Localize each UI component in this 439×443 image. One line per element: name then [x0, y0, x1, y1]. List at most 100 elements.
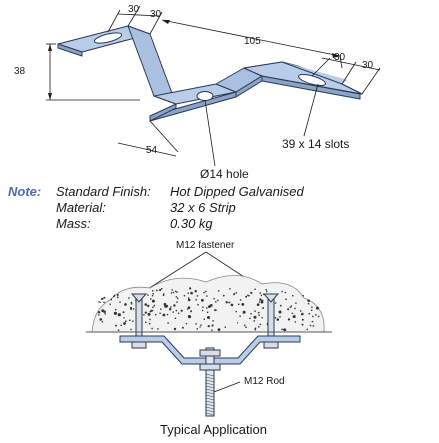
- aggregate-speck: [302, 295, 304, 297]
- aggregate-speck: [262, 307, 264, 309]
- aggregate-speck: [301, 323, 304, 326]
- dim-54: 54: [146, 145, 158, 156]
- aggregate-speck: [130, 308, 132, 311]
- aggregate-speck: [261, 299, 264, 302]
- aggregate-speck: [312, 315, 314, 318]
- aggregate-speck: [279, 316, 281, 318]
- aggregate-speck: [129, 306, 133, 310]
- aggregate-speck: [183, 294, 186, 297]
- aggregate-speck: [229, 288, 231, 290]
- aggregate-speck: [190, 310, 192, 313]
- aggregate-speck: [292, 295, 294, 297]
- aggregate-speck: [189, 287, 192, 290]
- spec-material-label: Material:: [56, 200, 106, 215]
- aggregate-speck: [294, 321, 297, 323]
- concrete-slab: [91, 275, 325, 333]
- aggregate-speck: [281, 328, 283, 331]
- aggregate-speck: [113, 295, 115, 298]
- aggregate-speck: [274, 317, 277, 319]
- thread-mark: [205, 388, 215, 392]
- spec-finish-label: Standard Finish:: [56, 184, 151, 199]
- aggregate-speck: [163, 302, 167, 306]
- aggregate-speck: [176, 301, 178, 303]
- aggregate-speck: [242, 310, 246, 314]
- aggregate-speck: [131, 303, 133, 305]
- aggregate-speck: [208, 305, 210, 307]
- aggregate-speck: [155, 314, 157, 316]
- dim-30-top-left: 30: [128, 4, 140, 15]
- bracket-isometric-drawing: 30 30 105 30 30 38 54 39 x 14 slots Ø14 …: [14, 4, 381, 181]
- typical-application-drawing: M12 fastener M12 Rod Typical Application: [86, 240, 332, 437]
- aggregate-speck: [279, 304, 282, 307]
- aggregate-speck: [172, 291, 175, 294]
- aggregate-speck: [245, 295, 248, 298]
- aggregate-speck: [205, 290, 207, 293]
- aggregate-speck: [199, 326, 201, 328]
- thread-mark: [205, 409, 215, 413]
- thread-mark: [205, 382, 215, 386]
- aggregate-speck: [160, 308, 162, 310]
- dim-30-right-a: 30: [334, 52, 346, 63]
- thread-mark: [205, 385, 215, 389]
- aggregate-speck: [124, 303, 127, 306]
- aggregate-speck: [117, 313, 121, 317]
- aggregate-speck: [110, 298, 112, 301]
- aggregate-speck: [289, 306, 292, 308]
- aggregate-speck: [115, 325, 117, 327]
- bracket-body: [57, 25, 363, 122]
- aggregate-speck: [236, 322, 239, 324]
- aggregate-speck: [206, 307, 208, 309]
- aggregate-speck: [312, 325, 315, 327]
- aggregate-speck: [287, 308, 290, 311]
- aggregate-speck: [317, 315, 320, 318]
- aggregate-speck: [301, 312, 304, 316]
- thread-mark: [205, 406, 215, 410]
- left-slot: [93, 32, 123, 44]
- bracket-profile: [119, 335, 301, 365]
- aggregate-speck: [311, 309, 313, 311]
- aggregate-speck: [149, 318, 151, 321]
- aggregate-speck: [256, 303, 260, 306]
- aggregate-speck: [122, 311, 125, 314]
- aggregate-speck: [98, 314, 100, 316]
- aggregate-speck: [165, 304, 169, 308]
- aggregate-speck: [170, 306, 172, 308]
- aggregate-speck: [206, 311, 209, 313]
- aggregate-speck: [230, 303, 234, 307]
- aggregate-speck: [172, 311, 174, 313]
- aggregate-speck: [239, 315, 241, 317]
- concrete-aggregate: [97, 287, 320, 332]
- aggregate-speck: [176, 291, 178, 293]
- aggregate-speck: [245, 326, 247, 328]
- aggregate-speck: [311, 306, 313, 308]
- aggregate-speck: [147, 312, 151, 316]
- aggregate-speck: [101, 297, 104, 300]
- aggregate-speck: [159, 312, 161, 314]
- rod-leader: [213, 381, 241, 393]
- aggregate-speck: [174, 317, 177, 319]
- aggregate-speck: [294, 307, 296, 310]
- aggregate-speck: [215, 301, 217, 303]
- aggregate-speck: [200, 324, 202, 326]
- aggregate-speck: [306, 328, 308, 331]
- aggregate-speck: [187, 297, 190, 299]
- aggregate-speck: [213, 298, 215, 300]
- aggregate-speck: [175, 296, 178, 298]
- aggregate-speck: [266, 290, 268, 293]
- aggregate-speck: [301, 318, 304, 321]
- aggregate-speck: [274, 302, 277, 304]
- aggregate-speck: [222, 294, 225, 297]
- aggregate-speck: [162, 313, 166, 317]
- aggregate-speck: [113, 294, 116, 297]
- aggregate-speck: [195, 299, 197, 301]
- aggregate-speck: [177, 312, 180, 314]
- aggregate-speck: [143, 314, 145, 316]
- aggregate-speck: [100, 301, 102, 303]
- aggregate-speck: [254, 329, 257, 331]
- aggregate-speck: [174, 290, 177, 293]
- aggregate-speck: [190, 291, 193, 295]
- aggregate-speck: [153, 304, 155, 307]
- aggregate-speck: [300, 310, 302, 312]
- thread-mark: [205, 373, 215, 377]
- aggregate-speck: [214, 309, 217, 312]
